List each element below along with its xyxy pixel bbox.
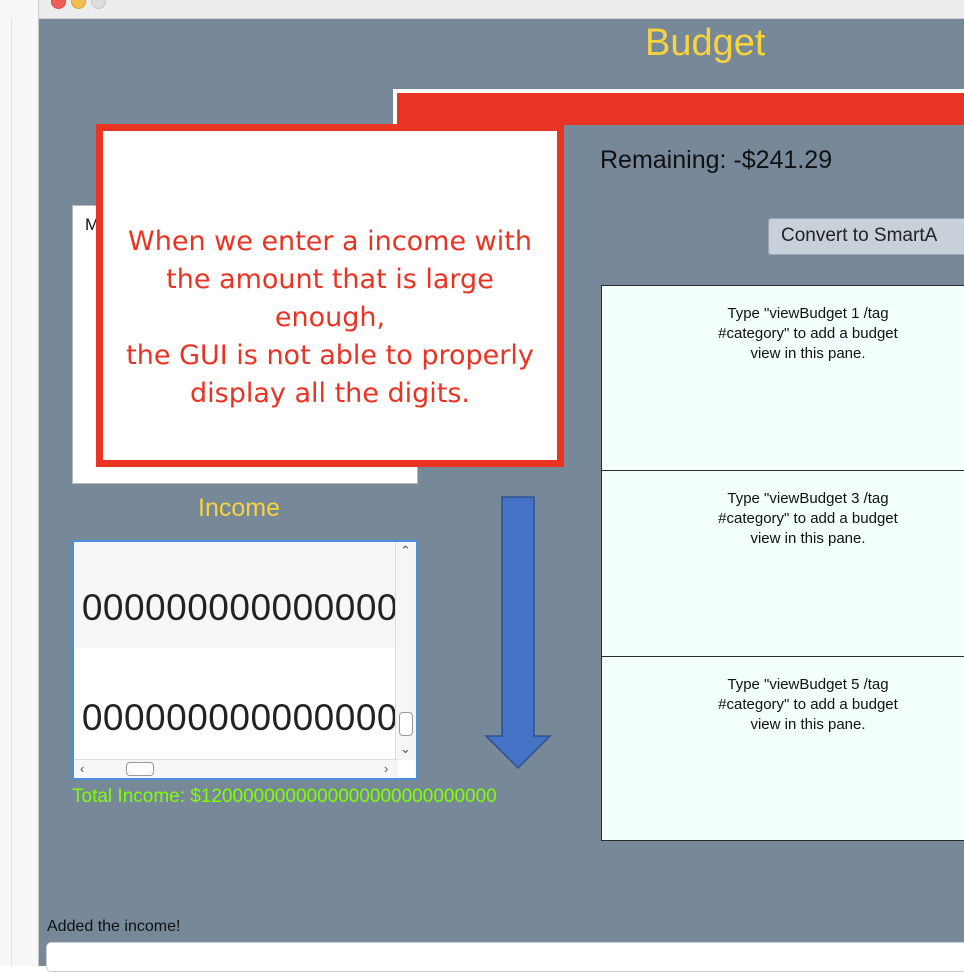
total-income: Total Income: $1200000000000000000000000…: [72, 786, 497, 807]
budget-pane-hint: Type "viewBudget 3 /tag #category" to ad…: [602, 489, 964, 549]
scroll-up-icon[interactable]: ⌃: [400, 543, 411, 558]
remaining-amount: Remaining: -$241.29: [600, 146, 833, 174]
income-label: Income: [198, 494, 280, 522]
hint-line: Type "viewBudget 3 /tag: [727, 490, 889, 507]
scroll-left-icon[interactable]: ‹: [80, 761, 85, 776]
income-list[interactable]: 000000000000000 000000000000000 ⌃ ⌄ ‹ ›: [72, 540, 418, 780]
hint-line: view in this pane.: [750, 716, 866, 733]
budget-pane-1: Type "viewBudget 1 /tag #category" to ad…: [601, 285, 964, 471]
scroll-thumb[interactable]: [399, 712, 413, 736]
annotation-line: the GUI is not able to properly: [126, 340, 534, 371]
command-input[interactable]: [46, 942, 964, 972]
budget-pane-5: Type "viewBudget 5 /tag #category" to ad…: [601, 656, 964, 841]
hint-line: #category" to add a budget: [718, 325, 898, 342]
income-amount: 000000000000000: [81, 587, 398, 628]
budget-pane-hint: Type "viewBudget 1 /tag #category" to ad…: [602, 304, 964, 364]
convert-button[interactable]: Convert to SmartA: [768, 218, 964, 255]
hint-line: Type "viewBudget 1 /tag: [727, 305, 889, 322]
scroll-right-icon[interactable]: ›: [384, 761, 389, 776]
hint-line: Type "viewBudget 5 /tag: [727, 676, 889, 693]
hint-line: view in this pane.: [750, 530, 866, 547]
budget-title: Budget: [645, 22, 766, 64]
list-item[interactable]: 000000000000000: [74, 542, 398, 648]
list-item[interactable]: 000000000000000: [74, 648, 398, 760]
expense-list-item-label: M: [85, 215, 100, 234]
result-message: Added the income!: [47, 918, 181, 935]
zoom-window-button[interactable]: [91, 0, 106, 9]
scroll-down-icon[interactable]: ⌄: [400, 741, 411, 756]
hint-line: #category" to add a budget: [718, 696, 898, 713]
income-amount: 000000000000000: [81, 697, 398, 738]
hint-line: view in this pane.: [750, 345, 866, 362]
close-window-button[interactable]: [51, 0, 66, 9]
annotation-text: When we enter a income with the amount t…: [111, 223, 549, 413]
annotation-line: the amount that is large enough,: [166, 264, 494, 333]
vertical-scrollbar[interactable]: ⌃ ⌄: [395, 542, 416, 760]
window-titlebar: [39, 0, 964, 19]
minimize-window-button[interactable]: [71, 0, 86, 9]
budget-pane-hint: Type "viewBudget 5 /tag #category" to ad…: [602, 675, 964, 735]
horizontal-scrollbar[interactable]: ‹ ›: [74, 759, 398, 778]
hint-line: #category" to add a budget: [718, 510, 898, 527]
window-border: [38, 0, 39, 966]
desktop-background: [0, 0, 38, 966]
annotation-callout: When we enter a income with the amount t…: [96, 124, 564, 467]
budget-pane-3: Type "viewBudget 3 /tag #category" to ad…: [601, 470, 964, 657]
down-arrow-icon: [484, 496, 552, 770]
annotation-line: When we enter a income with: [128, 226, 532, 257]
divider: [11, 18, 12, 966]
budget-progress-bar: [393, 89, 964, 125]
scroll-thumb[interactable]: [126, 762, 154, 776]
annotation-line: display all the digits.: [190, 378, 470, 409]
